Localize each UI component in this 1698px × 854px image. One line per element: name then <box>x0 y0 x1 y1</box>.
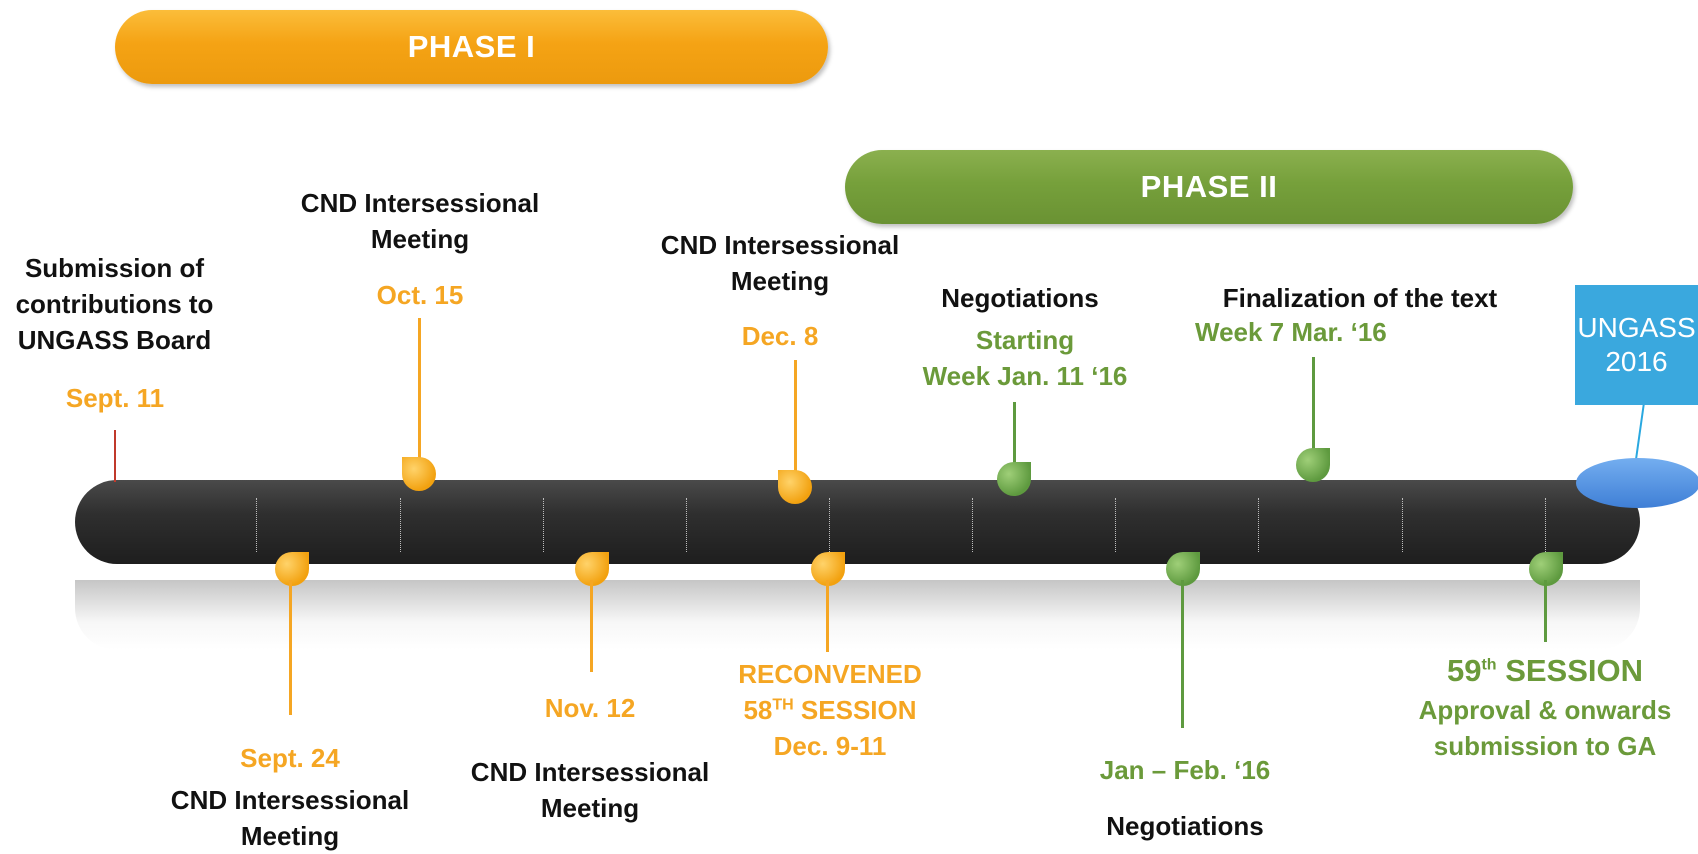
dec8-title: CND Intersessional Meeting <box>648 227 912 299</box>
sept11-date: Sept. 11 <box>65 383 165 413</box>
timeline-tick <box>1545 498 1548 552</box>
jan11-date-line: Week Jan. 11 ‘16 <box>922 361 1128 391</box>
ungass-connector <box>1634 402 1646 460</box>
dec911-line: RECONVENED <box>738 659 922 689</box>
dec911-stem <box>826 580 829 652</box>
phase-2-label: PHASE II <box>1140 169 1278 204</box>
sept11-title: Submission of contributions to UNGASS Bo… <box>2 250 227 358</box>
s59-session: 59th SESSION <box>1385 650 1698 692</box>
sept24-stem <box>289 580 292 715</box>
sept24-title-line: CND Intersessional <box>170 785 410 815</box>
phase-2-banner: PHASE II <box>845 150 1573 224</box>
dec911-sup: TH <box>772 696 794 714</box>
dec911-line: Dec. 9-11 <box>773 731 887 761</box>
s59-rest: SESSION <box>1496 653 1644 688</box>
sept11-title-line: Submission of <box>24 253 205 283</box>
timeline-tick <box>1402 498 1405 552</box>
mar7-title: Finalization of the text <box>1222 283 1498 313</box>
ungass-year: 2016 <box>1605 346 1668 377</box>
mar7-pin <box>1296 448 1330 482</box>
s59-num: 59 <box>1446 653 1482 688</box>
timeline-tick <box>1115 498 1118 552</box>
ungass-label: UNGASS <box>1577 312 1696 343</box>
timeline-tick <box>256 498 259 552</box>
timeline-reflection <box>75 580 1640 650</box>
mar7-stem <box>1312 357 1315 449</box>
dec8-title-line: CND Intersessional <box>660 230 900 260</box>
dec8-pin <box>778 470 812 504</box>
sept11-title-line: contributions to <box>15 289 214 319</box>
dec911-session: 58TH SESSION <box>715 692 945 728</box>
jan11-date-line: Starting <box>975 325 1075 355</box>
s59-line: submission to GA <box>1433 731 1657 761</box>
dec8-stem <box>794 360 797 472</box>
jan11-title: Negotiations <box>941 283 1099 313</box>
s59-sup: th <box>1481 656 1497 674</box>
jan11-stem <box>1013 402 1016 482</box>
sept24-title-line: Meeting <box>240 821 340 851</box>
sept24-pin <box>275 552 309 586</box>
dec8-title-line: Meeting <box>730 266 830 296</box>
oct15-title-line: Meeting <box>370 224 470 254</box>
jan11-pin <box>997 462 1031 496</box>
dec911-label: RECONVENED 58TH SESSION Dec. 9-11 <box>715 656 945 764</box>
s59-stem <box>1544 580 1547 642</box>
ungass-2016-box: UNGASS 2016 <box>1575 285 1698 405</box>
timeline-endpoint-marker <box>1576 458 1698 508</box>
nov12-stem <box>590 580 593 672</box>
dec8-date: Dec. 8 <box>741 321 819 351</box>
janfeb-title: Negotiations <box>1106 811 1264 841</box>
nov12-title: CND Intersessional Meeting <box>460 754 720 826</box>
mar7-date: Week 7 Mar. ‘16 <box>1195 317 1387 347</box>
s59-label: 59th SESSION Approval & onwards submissi… <box>1385 650 1698 764</box>
oct15-title: CND Intersessional Meeting <box>290 185 550 257</box>
oct15-date: Oct. 15 <box>376 280 464 310</box>
dec911-num: 58 <box>743 695 773 725</box>
timeline-tick <box>543 498 546 552</box>
nov12-title-line: Meeting <box>540 793 640 823</box>
timeline-tick <box>972 498 975 552</box>
sept24-date: Sept. 24 <box>240 743 340 773</box>
dec911-rest: SESSION <box>793 695 917 725</box>
timeline-tick <box>829 498 832 552</box>
sept24-title: CND Intersessional Meeting <box>160 782 420 854</box>
oct15-stem <box>418 318 421 460</box>
timeline-tick <box>400 498 403 552</box>
jan11-date: Starting Week Jan. 11 ‘16 <box>900 322 1150 394</box>
nov12-date: Nov. 12 <box>544 693 636 723</box>
s59-line: Approval & onwards <box>1418 695 1672 725</box>
sept11-stem <box>114 430 116 482</box>
phase-1-banner: PHASE I <box>115 10 828 84</box>
nov12-title-line: CND Intersessional <box>470 757 710 787</box>
janfeb-date: Jan – Feb. ‘16 <box>1099 755 1271 785</box>
phase-1-label: PHASE I <box>407 29 536 64</box>
janfeb-stem <box>1181 580 1184 728</box>
timeline-tick <box>1258 498 1261 552</box>
oct15-title-line: CND Intersessional <box>300 188 540 218</box>
timeline-bar <box>75 480 1640 564</box>
oct15-pin <box>402 457 436 491</box>
sept11-title-line: UNGASS Board <box>17 325 212 355</box>
timeline-tick <box>686 498 689 552</box>
